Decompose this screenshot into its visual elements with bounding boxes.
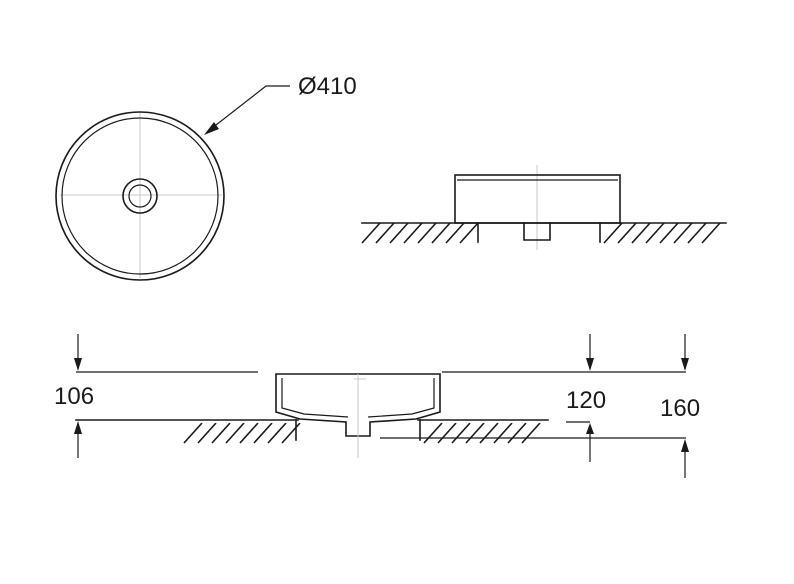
hatch-stroke bbox=[253, 423, 273, 444]
hatch-stroke bbox=[521, 423, 541, 444]
hatch-stroke bbox=[281, 423, 301, 444]
diameter-arrow bbox=[204, 122, 219, 135]
hatch-stroke bbox=[687, 222, 707, 244]
hatch-stroke bbox=[225, 423, 245, 444]
hatch-stroke bbox=[479, 423, 499, 444]
hatch-stroke bbox=[659, 222, 679, 244]
basin-section bbox=[275, 373, 441, 437]
countertop-hatch-section bbox=[183, 423, 541, 444]
hatch-stroke bbox=[437, 423, 457, 444]
basin-inner-rim bbox=[61, 117, 219, 275]
height-120-label: 120 bbox=[566, 387, 606, 414]
hatch-stroke bbox=[389, 222, 409, 244]
hatch-stroke bbox=[673, 222, 693, 244]
basin-outer-rim bbox=[55, 111, 225, 281]
hatch-stroke bbox=[617, 222, 637, 244]
hatch-stroke bbox=[603, 222, 623, 244]
drain-inner bbox=[128, 184, 152, 208]
waste-outlet-side bbox=[523, 222, 551, 241]
hatch-stroke bbox=[465, 423, 485, 444]
hatch-stroke bbox=[645, 222, 665, 244]
hatch-stroke bbox=[459, 222, 479, 244]
hatch-stroke bbox=[417, 222, 437, 244]
hatch-stroke bbox=[631, 222, 651, 244]
hatch-stroke bbox=[361, 222, 381, 244]
hatch-stroke bbox=[183, 423, 203, 444]
hatch-stroke bbox=[211, 423, 231, 444]
section-view: 106 120 160 bbox=[54, 334, 700, 478]
countertop-hatch-side bbox=[361, 222, 721, 244]
hatch-stroke bbox=[375, 222, 395, 244]
drain-outer bbox=[122, 178, 158, 214]
hatch-stroke bbox=[403, 222, 423, 244]
height-160-label: 160 bbox=[660, 395, 700, 422]
hatch-stroke bbox=[431, 222, 451, 244]
hatch-stroke bbox=[197, 423, 217, 444]
hatch-stroke bbox=[423, 423, 443, 444]
height-106-label: 106 bbox=[54, 383, 94, 410]
top-view: Ø410 bbox=[55, 73, 357, 281]
diameter-label: Ø410 bbox=[298, 73, 357, 100]
hatch-stroke bbox=[445, 222, 465, 244]
hatch-stroke bbox=[507, 423, 527, 444]
hatch-stroke bbox=[493, 423, 513, 444]
hatch-stroke bbox=[701, 222, 721, 244]
side-elevation bbox=[361, 165, 727, 250]
hatch-stroke bbox=[451, 423, 471, 444]
hatch-stroke bbox=[239, 423, 259, 444]
diameter-leader bbox=[206, 85, 290, 133]
hatch-stroke bbox=[267, 423, 287, 444]
